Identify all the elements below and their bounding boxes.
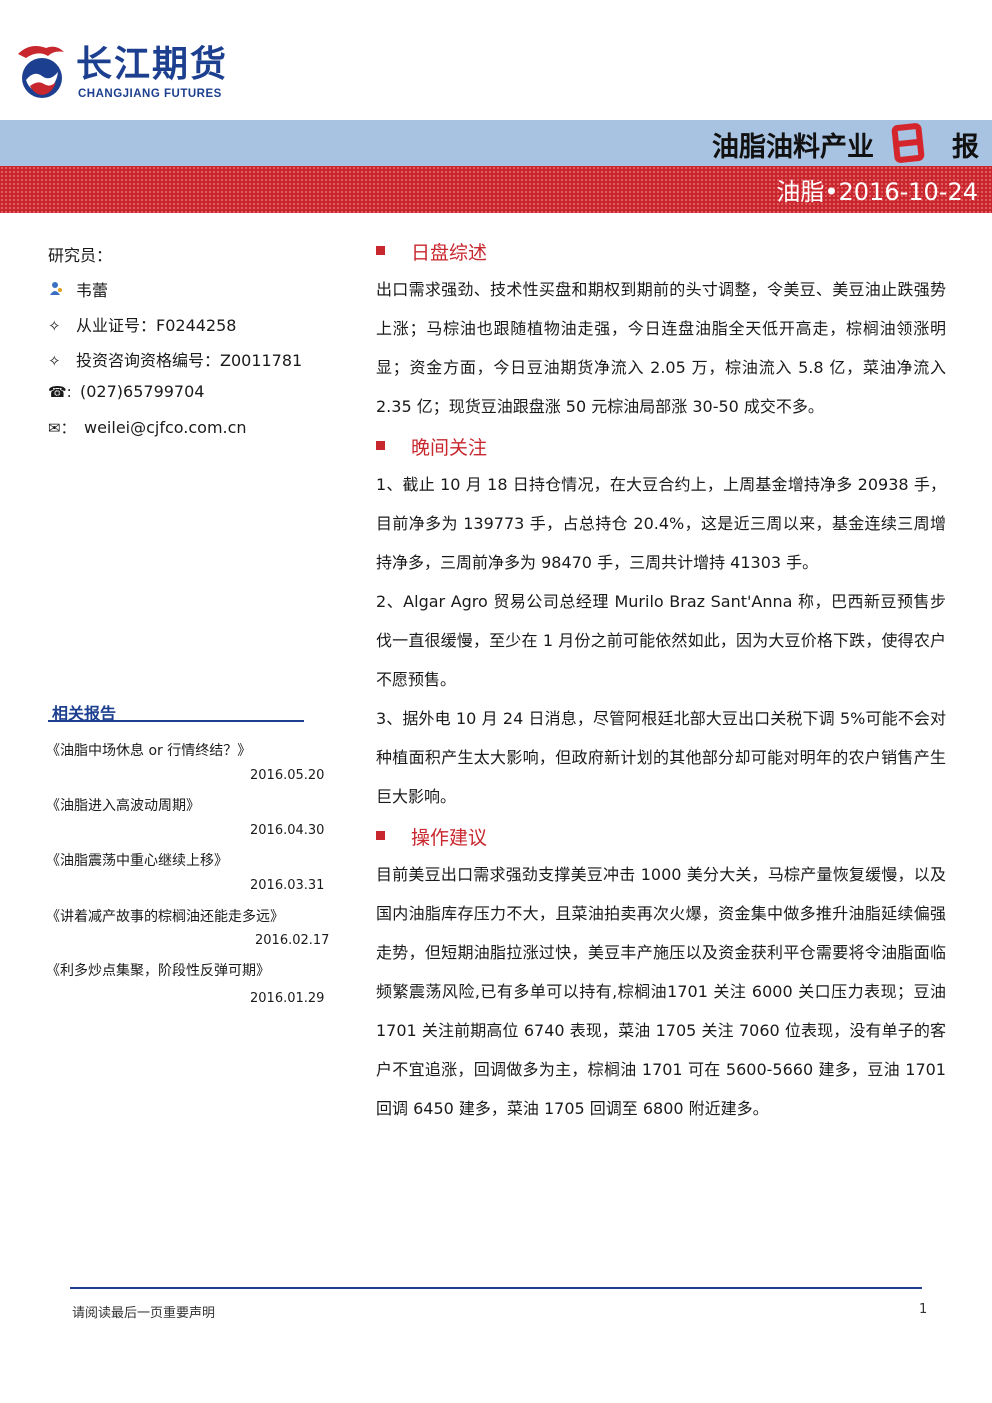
diamond-bullet-icon: ✧ xyxy=(48,352,61,370)
evening-focus-item-2: 2、Algar Agro 贸易公司总经理 Murilo Braz Sant'An… xyxy=(376,592,946,689)
related-report-title[interactable]: 《利多炒点集聚，阶段性反弹可期》 xyxy=(46,963,270,979)
footer-divider xyxy=(70,1287,922,1289)
company-name-en: CHANGJIANG FUTURES xyxy=(78,88,222,100)
envelope-icon: ✉： xyxy=(48,419,76,437)
related-report-date: 2016.05.20 xyxy=(250,768,325,783)
person-icon xyxy=(48,280,76,300)
report-title-bao: 报 xyxy=(952,132,979,163)
header-band-blue xyxy=(0,120,992,166)
analyst-license-row: ✧ 从业证号：F0244258 xyxy=(48,312,236,336)
analyst-phone-row: ☎: (027)65799704 xyxy=(48,382,204,401)
daily-summary-paragraph: 出口需求强劲、技术性买盘和期权到期前的头寸调整，令美豆、美豆油止跌强势上涨；马棕… xyxy=(376,280,946,416)
footer-disclaimer-notice: 请阅读最后一页重要声明 xyxy=(72,1306,216,1321)
related-report-date: 2016.02.17 xyxy=(255,933,330,948)
related-report-date: 2016.01.29 xyxy=(250,991,325,1006)
phone-icon: ☎: xyxy=(48,383,72,401)
related-report-title[interactable]: 《油脂震荡中重心继续上移》 xyxy=(46,853,228,869)
section-heading-daily-summary: 日盘综述 xyxy=(376,238,487,265)
analyst-name: 韦蕾 xyxy=(76,281,109,300)
analyst-name-row: 韦蕾 xyxy=(48,277,108,301)
trading-advice-paragraph: 目前美豆出口需求强劲支撑美豆冲击 1000 美分大关，马棕产量恢复缓慢，以及国内… xyxy=(376,865,946,1118)
diamond-bullet-icon: ✧ xyxy=(48,317,61,335)
square-bullet-icon xyxy=(376,246,385,255)
analyst-label: 研究员： xyxy=(48,246,113,265)
analyst-advisor-license: 投资咨询资格编号：Z0011781 xyxy=(76,351,303,370)
related-report-title[interactable]: 《油脂进入高波动周期》 xyxy=(46,798,200,814)
related-report-title[interactable]: 《油脂中场休息 or 行情终结？》 xyxy=(46,743,252,759)
square-bullet-icon xyxy=(376,831,385,840)
related-report-date: 2016.03.31 xyxy=(250,878,325,893)
analyst-email[interactable]: weilei@cjfco.com.cn xyxy=(84,418,247,437)
analyst-advisor-license-row: ✧ 投资咨询资格编号：Z0011781 xyxy=(48,347,302,371)
dragon-logo-icon xyxy=(18,46,64,98)
report-title-ri-glyph xyxy=(891,123,925,163)
section-heading-evening-focus: 晚间关注 xyxy=(376,433,487,460)
analyst-license: 从业证号：F0244258 xyxy=(76,316,237,335)
analyst-email-row: ✉： weilei@cjfco.com.cn xyxy=(48,417,247,438)
evening-focus-item-3: 3、据外电 10 月 24 日消息，尽管阿根廷北部大豆出口关税下调 5%可能不会… xyxy=(376,709,946,806)
related-report-title[interactable]: 《讲着减产故事的棕榈油还能走多远》 xyxy=(46,909,284,925)
evening-focus-item-1: 1、截止 10 月 18 日持仓情况，在大豆合约上，上周基金增持净多 20938… xyxy=(376,475,946,572)
header-band-red xyxy=(0,166,992,213)
related-reports-heading: 相关报告 xyxy=(52,704,117,723)
company-name-cn: 长江期货 xyxy=(76,44,229,85)
report-subtitle-date: 油脂•2016-10-24 xyxy=(776,178,978,206)
related-reports-divider xyxy=(48,720,304,722)
report-title: 油脂油料产业 xyxy=(712,132,874,163)
company-logo: 长江期货 CHANGJIANG FUTURES xyxy=(12,40,252,106)
section-heading-trading-advice: 操作建议 xyxy=(376,823,487,850)
related-report-date: 2016.04.30 xyxy=(250,823,325,838)
page-number: 1 xyxy=(919,1302,928,1317)
analyst-phone: (027)65799704 xyxy=(80,382,205,401)
square-bullet-icon xyxy=(376,441,385,450)
